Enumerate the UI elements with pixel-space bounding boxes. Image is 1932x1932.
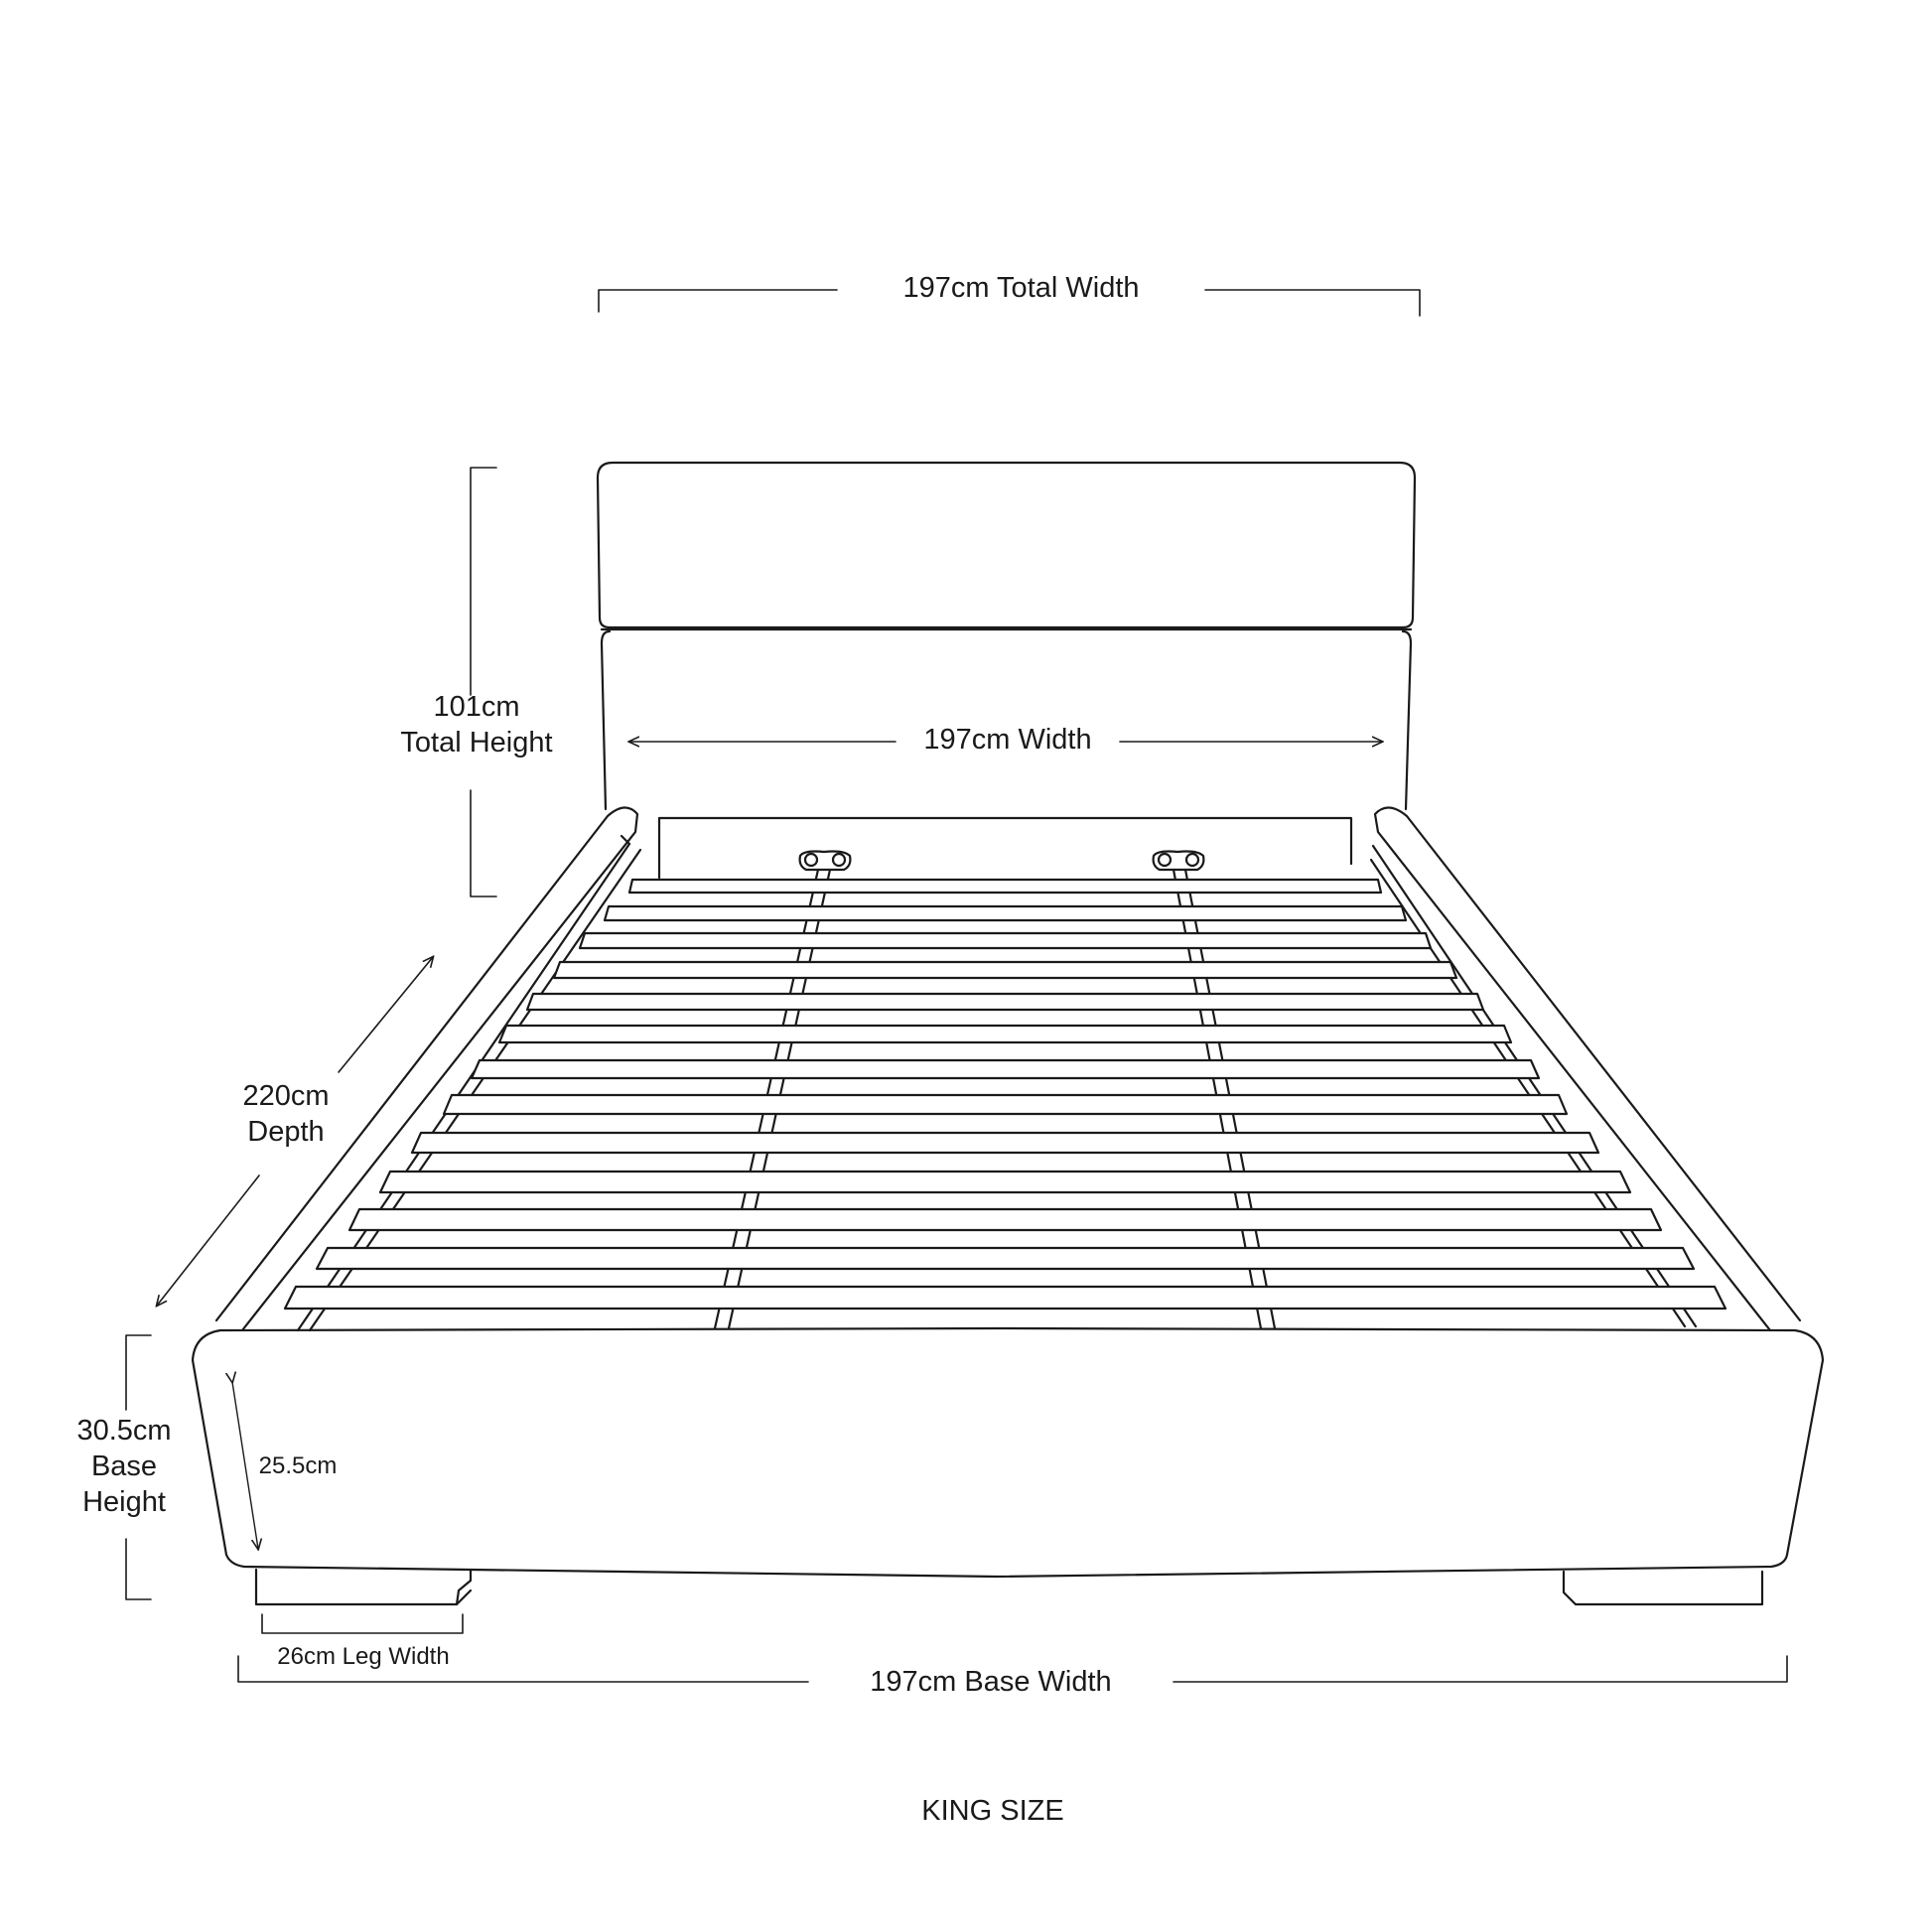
total-width-label: 197cm Total Width (902, 272, 1140, 304)
slats (283, 878, 1727, 1311)
left-side-rail (214, 806, 639, 1332)
base-height-label-line1: Base (90, 1450, 158, 1482)
dim-leg-width (261, 1613, 464, 1634)
right-side-rail (1373, 806, 1802, 1332)
inner-width-label: 197cm Width (923, 724, 1092, 756)
headboard-top-cushion (596, 461, 1417, 629)
leg-width-label: 26cm Leg Width (277, 1643, 450, 1670)
dim-total-width (598, 289, 1421, 317)
depth-value: 220cm (242, 1080, 330, 1112)
base-height-label-line2: Height (82, 1486, 166, 1518)
base-width-label: 197cm Base Width (870, 1666, 1112, 1698)
right-leg (1562, 1570, 1764, 1606)
dim-base-height (125, 1334, 152, 1600)
base-height-value: 30.5cm (76, 1415, 172, 1447)
dim-base-width (237, 1655, 1788, 1683)
dim-side-height (232, 1382, 258, 1549)
dim-depth-lower (157, 1174, 260, 1306)
footboard (191, 1326, 1825, 1579)
back-rail (657, 816, 1353, 880)
headboard-lower-panel (600, 629, 1413, 811)
size-label: KING SIZE (921, 1795, 1064, 1827)
dim-depth-upper (338, 957, 433, 1073)
total-height-value: 101cm (433, 691, 520, 723)
total-height-label: Total Height (400, 727, 553, 759)
depth-label: Depth (247, 1116, 325, 1148)
dim-total-height (470, 467, 497, 897)
side-height-label: 25.5cm (258, 1452, 338, 1479)
left-leg (254, 1568, 473, 1606)
